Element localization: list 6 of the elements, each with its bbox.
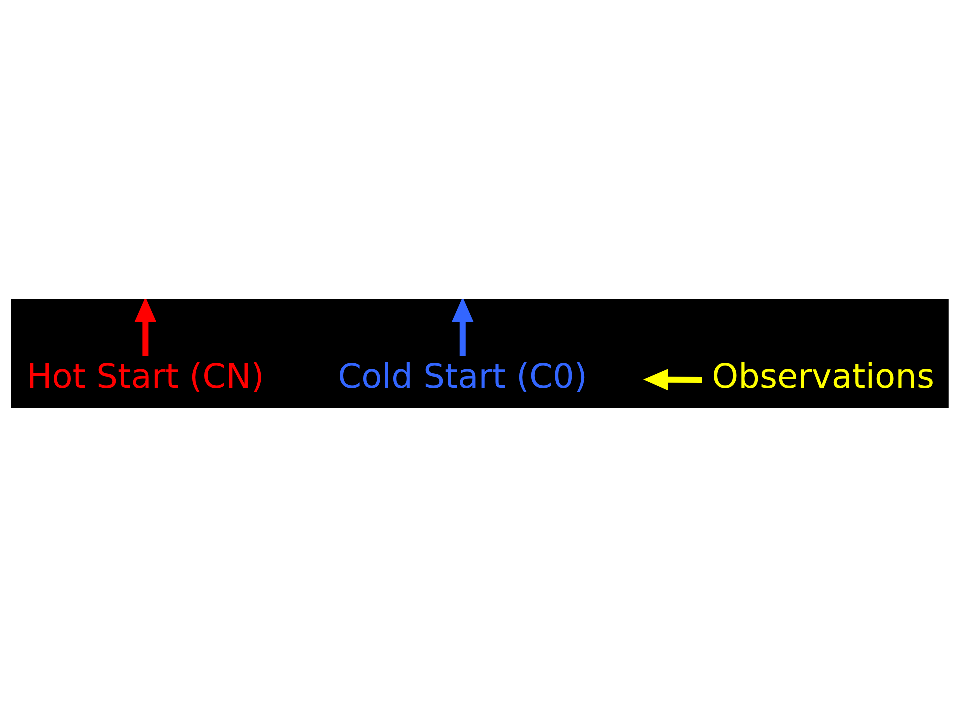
arrow [452,299,474,356]
arrow [644,369,702,391]
node-text: Hot Start (CN) [26,357,264,396]
arrow [134,299,157,356]
node-text: Cold Start (C0) [338,357,588,396]
node-text: Observations [712,357,934,396]
